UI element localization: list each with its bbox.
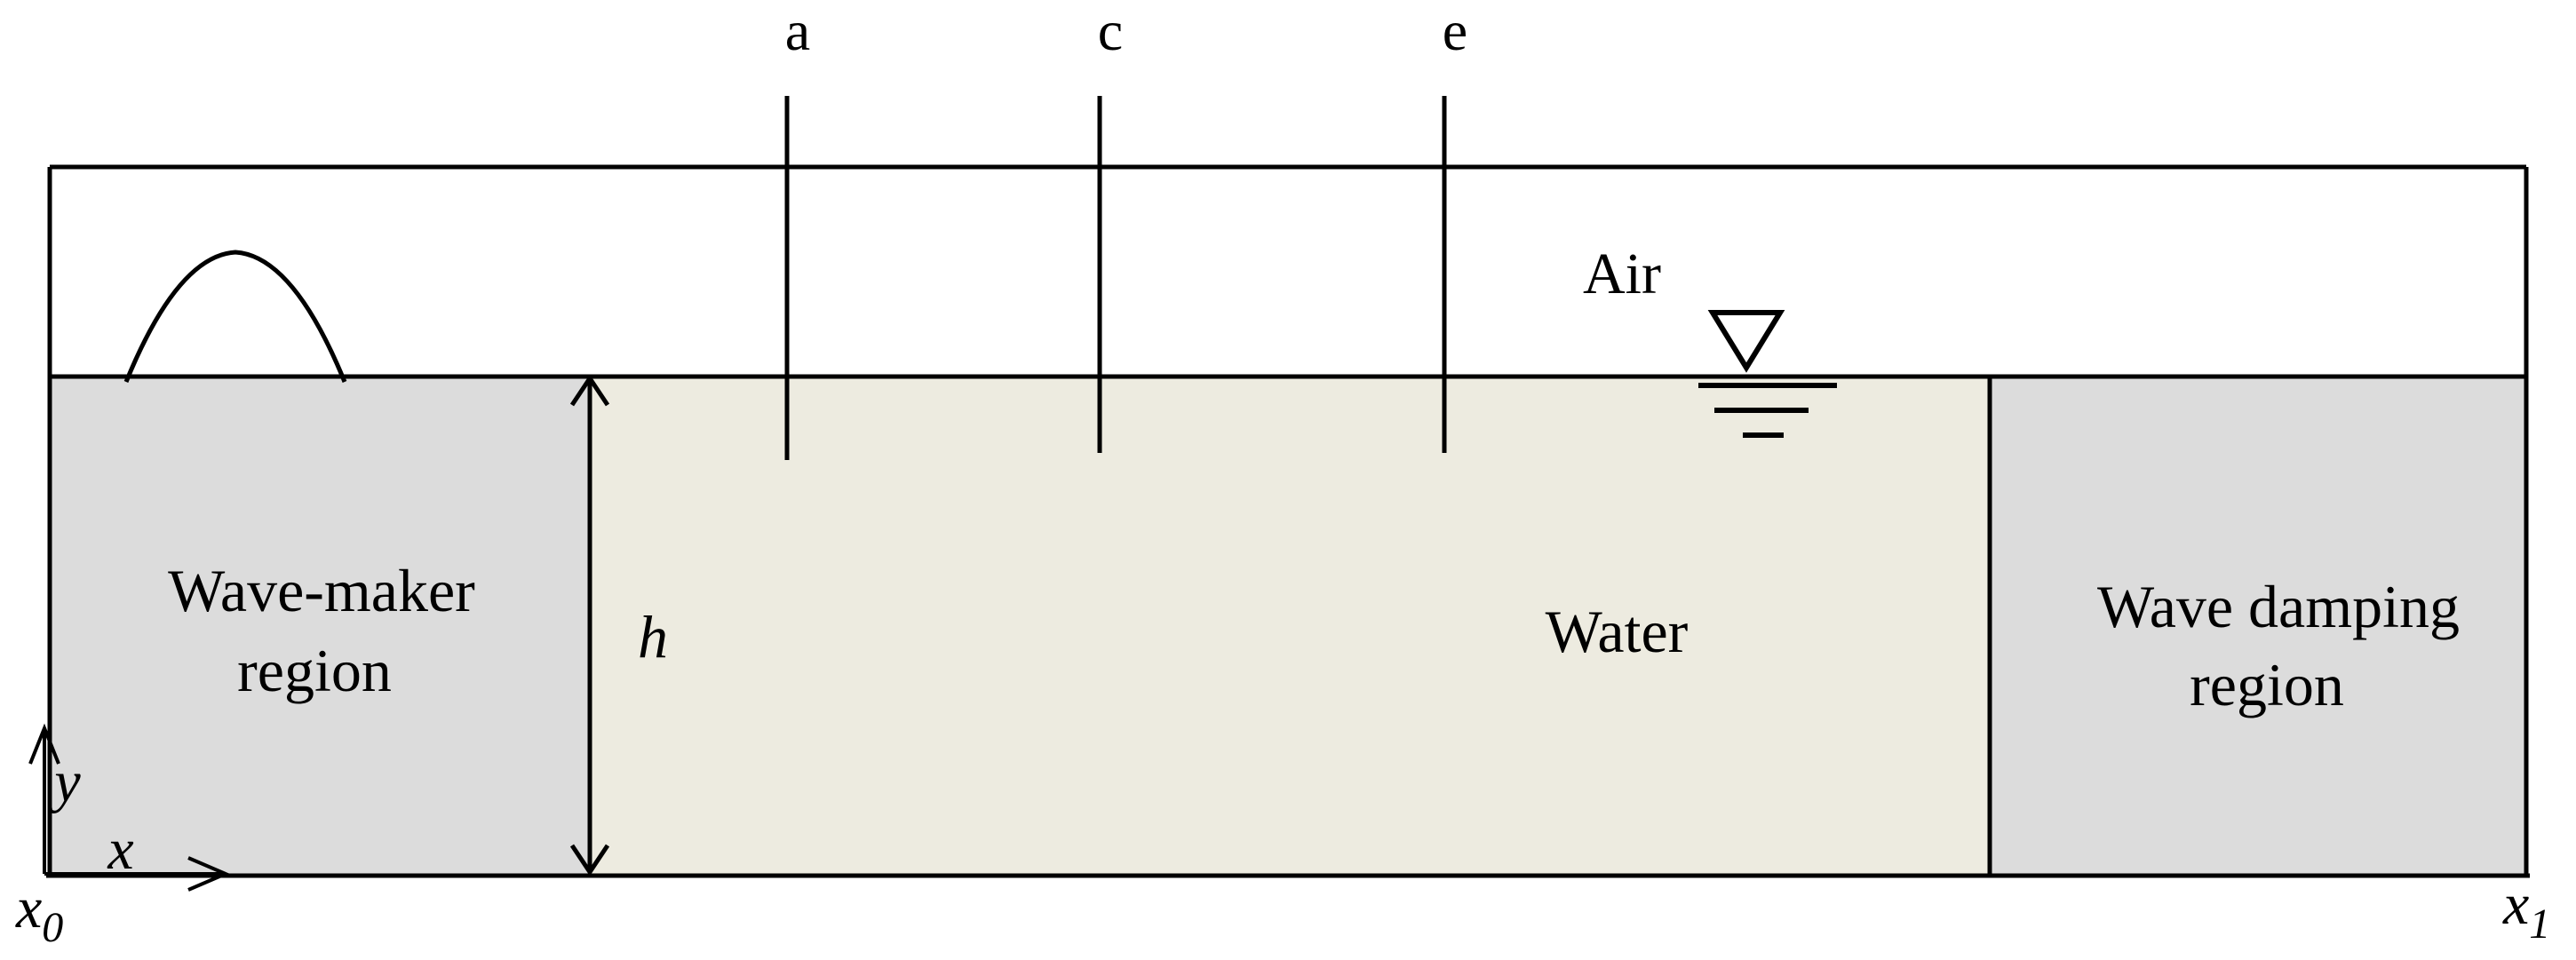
wave-maker-label-line2: region (237, 637, 392, 704)
wave-gauges (784, 96, 1447, 460)
coordinate-axes (28, 723, 231, 892)
wave-maker-label-line1: Wave-maker (168, 557, 475, 624)
wave-maker-region (50, 377, 590, 876)
depth-arrow (569, 374, 610, 877)
wave-crest-icon (123, 250, 347, 383)
x0-label-main: x (15, 876, 42, 940)
x0-label: x0 (15, 876, 63, 951)
x-axis-arrowhead (187, 856, 231, 892)
x1-label-sub: 1 (2529, 900, 2550, 948)
gauge-e-label: e (1443, 0, 1467, 62)
x1-label: x1 (2502, 872, 2550, 948)
wave-damping-label-line2: region (2190, 651, 2344, 718)
depth-label: h (638, 603, 668, 670)
x1-label-main: x (2502, 872, 2529, 937)
water-region (590, 377, 1990, 876)
wave-damping-region (1990, 377, 2526, 876)
water-level-symbol (1698, 310, 1837, 438)
y-axis-arrowhead (28, 723, 60, 765)
x-axis-label: x (107, 817, 133, 882)
gauge-c-label: c (1098, 0, 1123, 62)
tank-outline (46, 164, 2530, 878)
water-label: Water (1546, 598, 1689, 665)
depth-arrow-head-top (569, 374, 610, 407)
y-axis-label: y (49, 750, 81, 814)
x0-label-sub: 0 (42, 904, 63, 951)
depth-arrow-head-bottom (569, 844, 610, 877)
gauge-a-label: a (785, 0, 810, 62)
air-label: Air (1583, 242, 1661, 306)
wave-damping-label-line1: Wave damping (2097, 573, 2460, 640)
water-level-triangle (1707, 310, 1785, 373)
